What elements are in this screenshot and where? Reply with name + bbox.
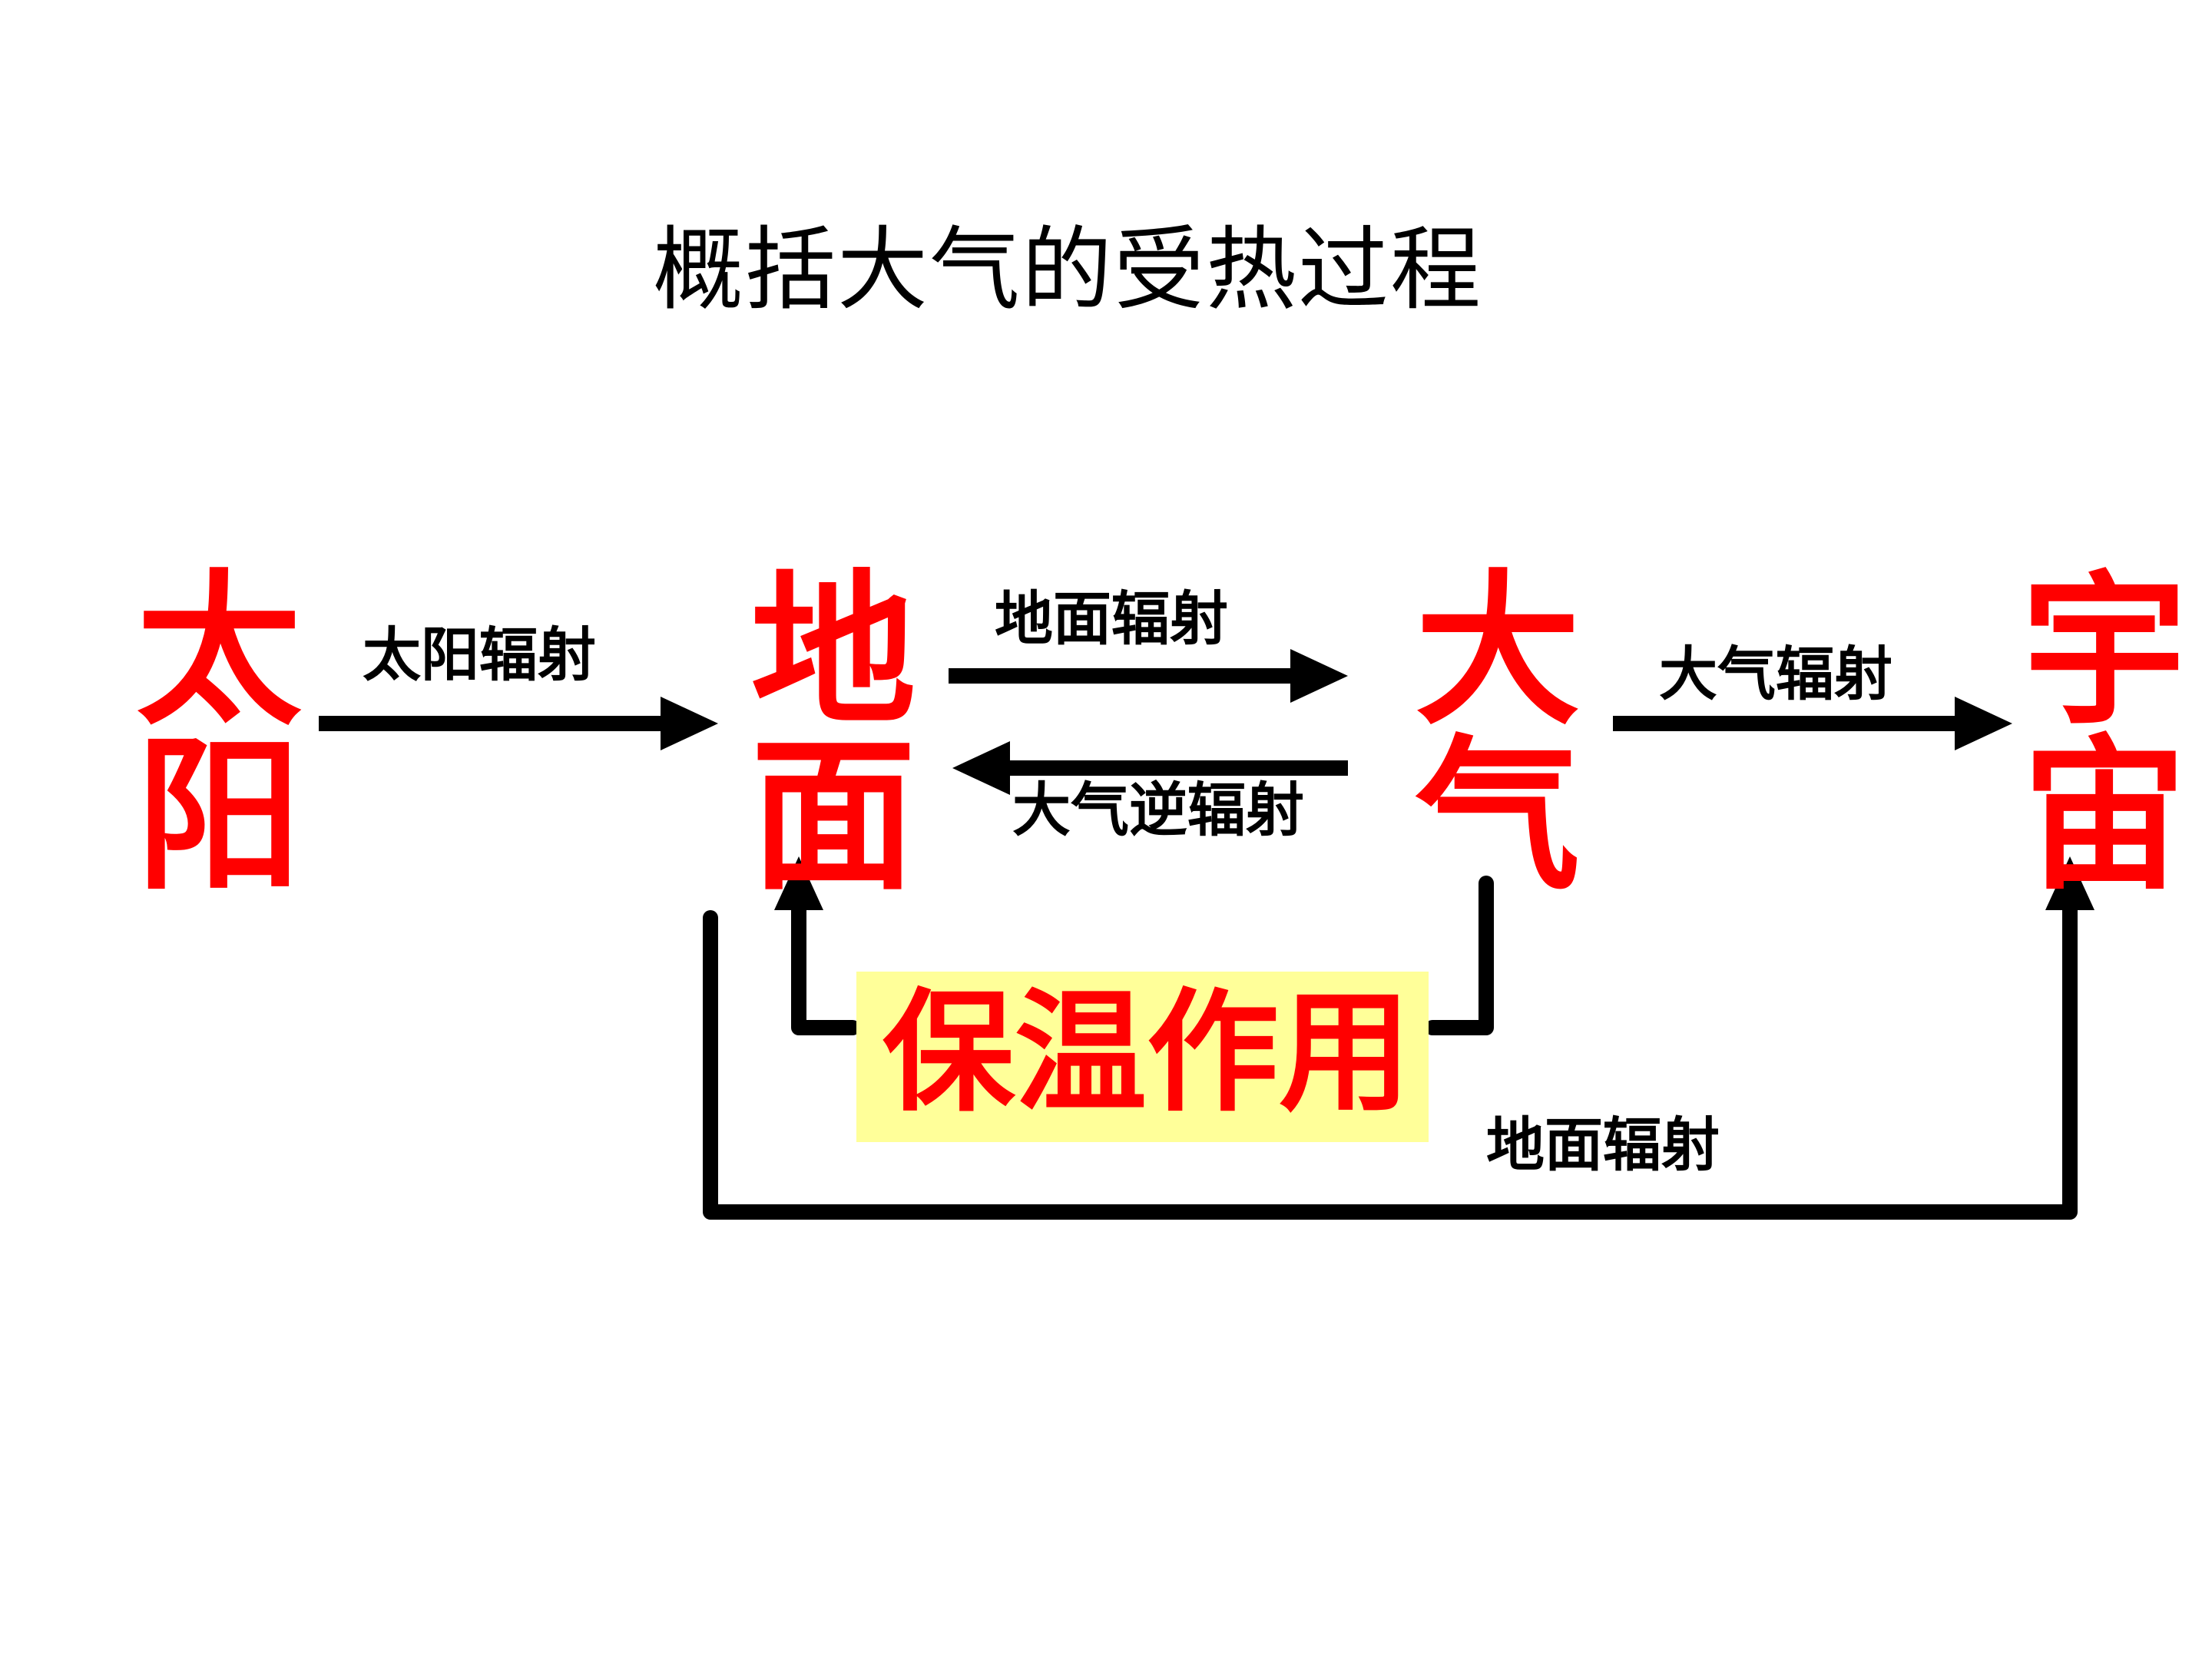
node-ground-char-1: 地 [750, 555, 916, 747]
node-ground: 地 面 [745, 568, 922, 899]
arrow-ground-radiation-space [703, 856, 2094, 1220]
label-ground-radiation-up: 地面辐射 [995, 584, 1228, 653]
node-atmosphere-char-2: 气 [1415, 720, 1581, 912]
node-atmosphere-char-1: 大 [1415, 555, 1581, 747]
arrow-solar-radiation [319, 697, 718, 750]
insulation-effect-box: 保温作用 [856, 972, 1429, 1142]
arrow-atmospheric-radiation [1613, 697, 2012, 750]
node-space-char-1: 宇 [2022, 555, 2187, 747]
label-atmospheric-counter-radiation: 大气逆辐射 [1012, 776, 1304, 844]
node-space: 宇 宙 [2016, 568, 2193, 899]
node-atmosphere: 大 气 [1409, 568, 1586, 899]
arrow-ground-radiation-up [949, 649, 1348, 703]
arrow-insulation-loop [774, 856, 1494, 1035]
node-sun-char-2: 阳 [136, 720, 302, 912]
arrow-atmospheric-counter-radiation [952, 741, 1348, 795]
insulation-effect-label: 保温作用 [882, 975, 1411, 1130]
label-solar-radiation: 太阳辐射 [363, 621, 596, 689]
node-sun: 太 阳 [131, 568, 307, 899]
node-ground-char-2: 面 [750, 720, 916, 912]
slide-title: 概括大气的受热过程 [652, 217, 1482, 323]
node-space-char-2: 宙 [2022, 720, 2187, 912]
label-ground-radiation-space: 地面辐射 [1486, 1111, 1720, 1179]
node-sun-char-1: 太 [136, 555, 302, 747]
label-atmospheric-radiation: 大气辐射 [1659, 640, 1892, 708]
